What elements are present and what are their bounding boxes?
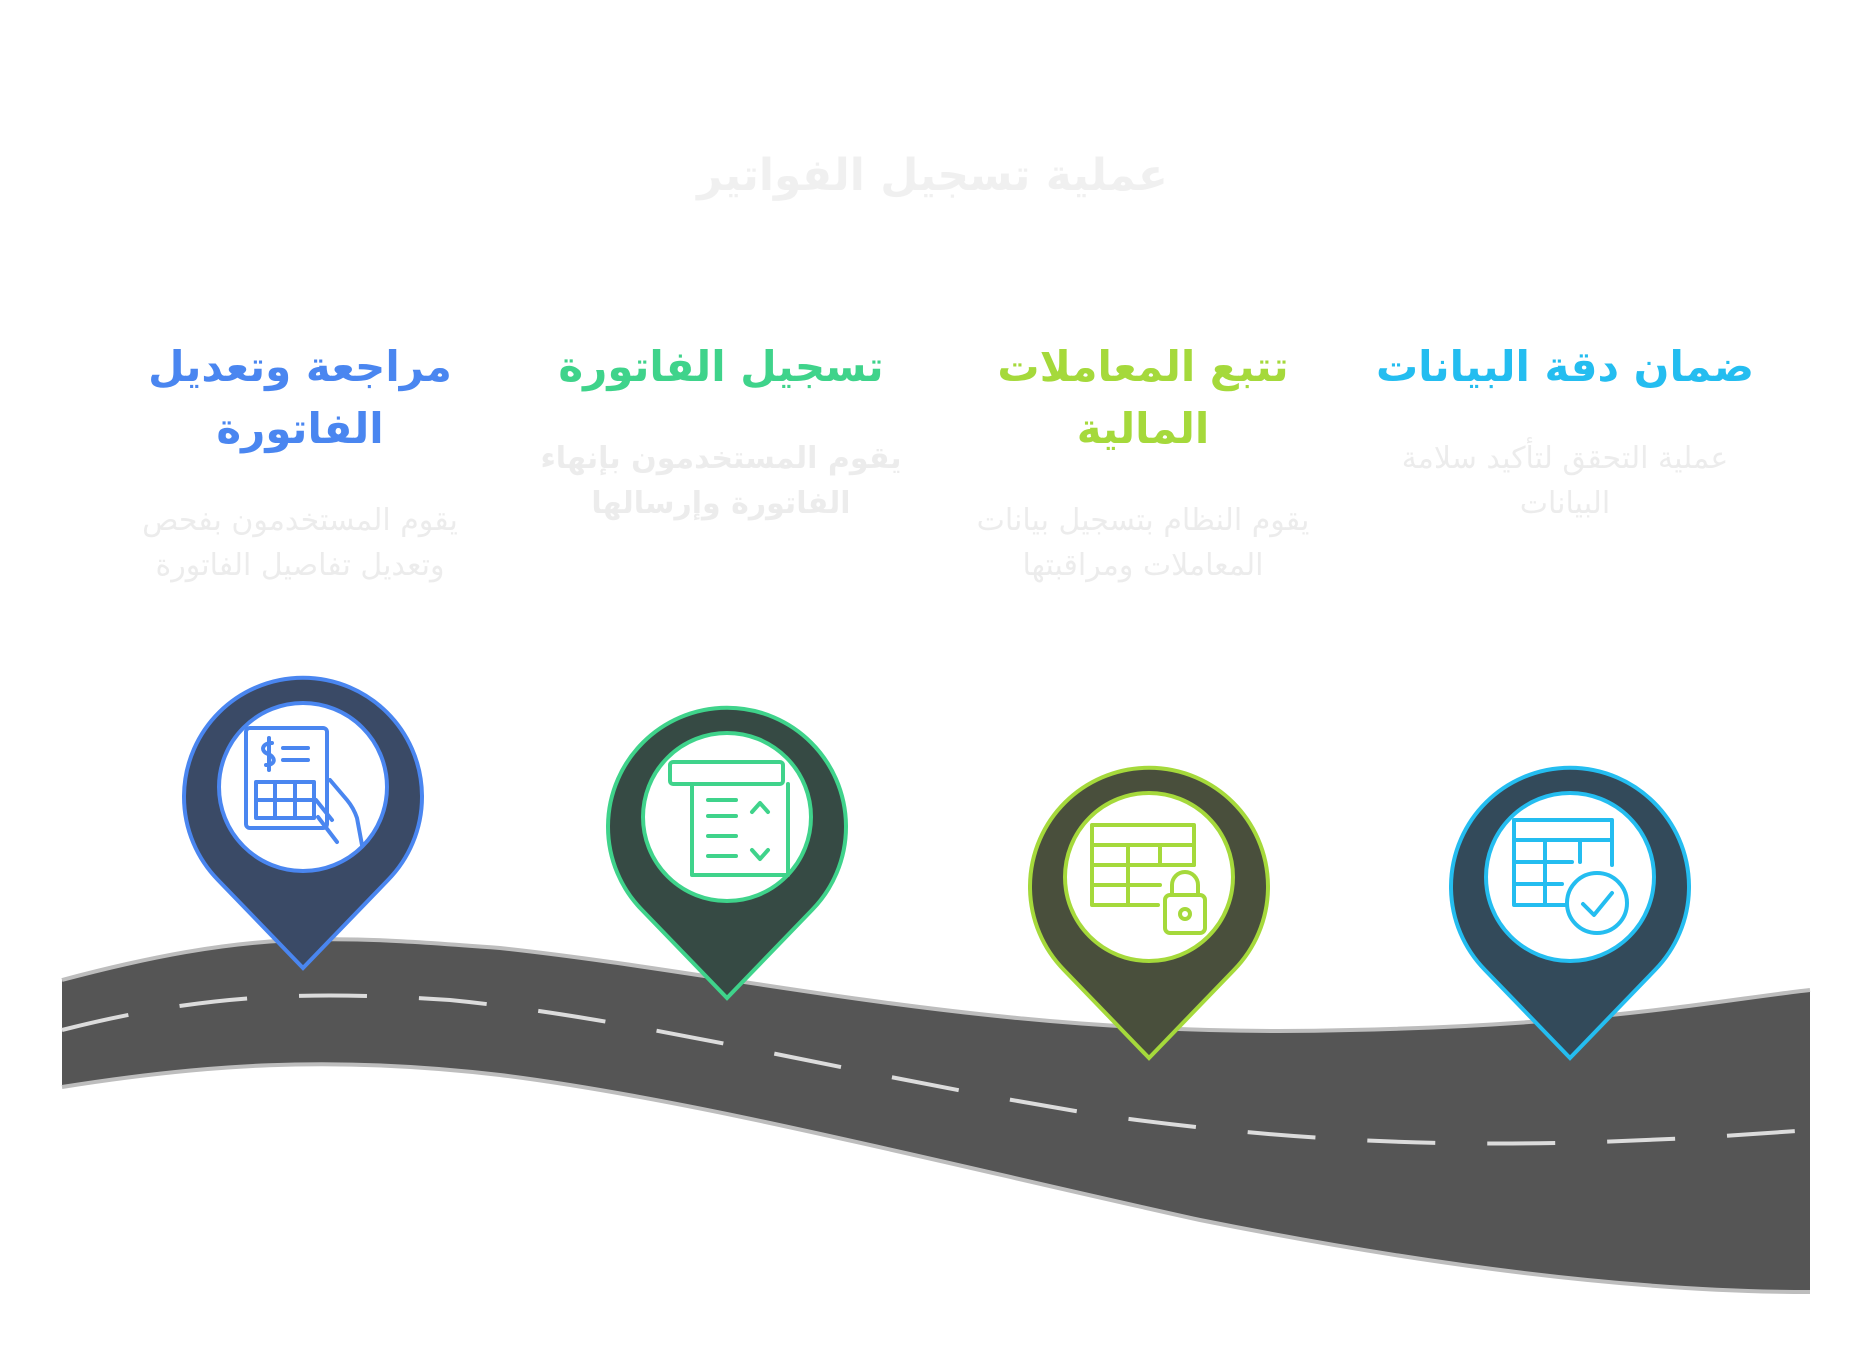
pin-step-3 (1028, 765, 1270, 1061)
invoice-register-icon (668, 760, 790, 877)
step-description: يقوم المستخدمون بفحص وتعديل تفاصيل الفات… (142, 503, 458, 583)
verified-table-icon (1512, 818, 1629, 935)
step-title: تتبع المعاملات المالية (997, 342, 1289, 453)
step-description: يقوم المستخدمون بإنهاء الفاتورة وإرسالها (540, 441, 902, 521)
road-edge-bottom (61, 1062, 1811, 1294)
step-title: مراجعة وتعديل الفاتورة (148, 342, 452, 453)
road (62, 939, 1810, 1292)
pin-step-4 (1449, 765, 1691, 1061)
step-track-transactions: تتبع المعاملات المالية يقوم النظام بتسجي… (953, 336, 1333, 588)
invoice-review-icon (244, 726, 364, 847)
step-review-invoice: مراجعة وتعديل الفاتورة يقوم المستخدمون ب… (110, 336, 490, 588)
step-description: يقوم النظام بتسجيل بيانات المعاملات ومرا… (976, 503, 1310, 583)
page-title: عملية تسجيل الفواتير (697, 150, 1168, 201)
step-ensure-data-accuracy: ضمان دقة البيانات عملية التحقق لتأكيد سل… (1375, 336, 1755, 526)
pin-step-1 (182, 675, 424, 971)
step-title: تسجيل الفاتورة (558, 342, 884, 391)
step-title: ضمان دقة البيانات (1375, 342, 1755, 391)
locked-table-icon (1090, 823, 1207, 935)
step-register-invoice: تسجيل الفاتورة يقوم المستخدمون بإنهاء ال… (531, 336, 911, 526)
step-description: عملية التحقق لتأكيد سلامة البيانات (1401, 441, 1729, 521)
pin-step-2 (606, 705, 848, 1001)
